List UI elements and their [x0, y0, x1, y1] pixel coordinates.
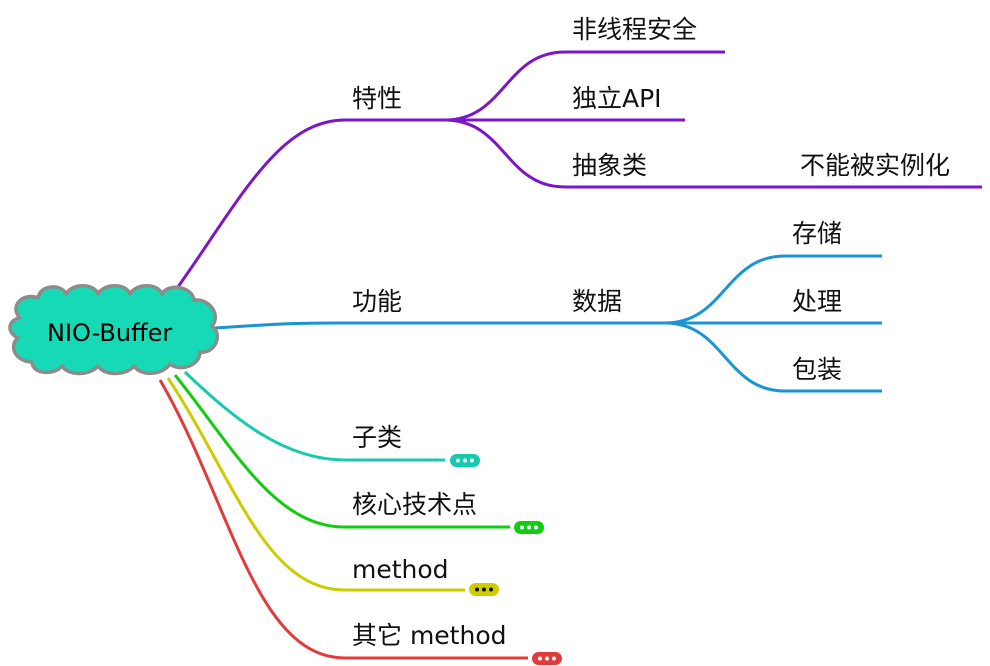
- ellipsis-dot: [538, 656, 542, 661]
- branch-label-core-tech[interactable]: 核心技术点: [352, 490, 478, 519]
- node-label-independent-api[interactable]: 独立API: [572, 84, 662, 113]
- branch-connector-data-wrapping: [664, 321, 882, 393]
- ellipsis-dot: [545, 656, 549, 661]
- branch-label-features[interactable]: 特性: [352, 84, 403, 113]
- node-label-wrapping[interactable]: 包装: [792, 355, 843, 384]
- branch-connector-core-tech: [173, 374, 510, 529]
- branch-connector-features: [163, 118, 445, 306]
- ellipsis-dot: [527, 525, 531, 530]
- branch-label-method[interactable]: method: [352, 555, 449, 584]
- branch-connector-features-abstract-class: [444, 118, 982, 189]
- ellipsis-dot: [489, 587, 493, 592]
- ellipsis-dot: [534, 525, 538, 530]
- branch-connector-method: [166, 377, 465, 592]
- expand-toggle-method[interactable]: [469, 583, 499, 596]
- node-label-abstract-class[interactable]: 抽象类: [572, 151, 648, 180]
- expand-toggle-subclasses[interactable]: [450, 454, 480, 467]
- node-label-data[interactable]: 数据: [572, 287, 623, 316]
- branch-label-other-method[interactable]: 其它 method: [352, 621, 507, 650]
- ellipsis-dot: [463, 458, 467, 463]
- node-label-not-thread-safe[interactable]: 非线程安全: [572, 15, 698, 44]
- root-node-cloud[interactable]: [8, 284, 219, 376]
- node-label-storage[interactable]: 存储: [792, 219, 843, 248]
- node-label-cannot-instantiate[interactable]: 不能被实例化: [800, 151, 951, 180]
- expand-toggle-other-method[interactable]: [532, 652, 562, 665]
- branch-connector-other-method: [158, 379, 528, 660]
- ellipsis-dot: [520, 525, 524, 530]
- ellipsis-dot: [470, 458, 474, 463]
- ellipsis-dot: [482, 587, 486, 592]
- ellipsis-dot: [552, 656, 556, 661]
- ellipsis-dot: [475, 587, 479, 592]
- expand-toggle-core-tech[interactable]: [514, 521, 544, 534]
- branch-connector-features-thread-safety: [444, 50, 725, 122]
- ellipsis-dot: [456, 458, 460, 463]
- root-node-label[interactable]: NIO-Buffer: [47, 319, 173, 347]
- node-label-processing[interactable]: 处理: [792, 287, 843, 316]
- branch-connector-data-storage: [664, 254, 882, 325]
- branch-label-subclasses[interactable]: 子类: [352, 423, 403, 452]
- branch-connector-functions: [214, 321, 665, 330]
- branch-connector-subclasses: [183, 370, 445, 462]
- branch-label-functions[interactable]: 功能: [352, 287, 403, 316]
